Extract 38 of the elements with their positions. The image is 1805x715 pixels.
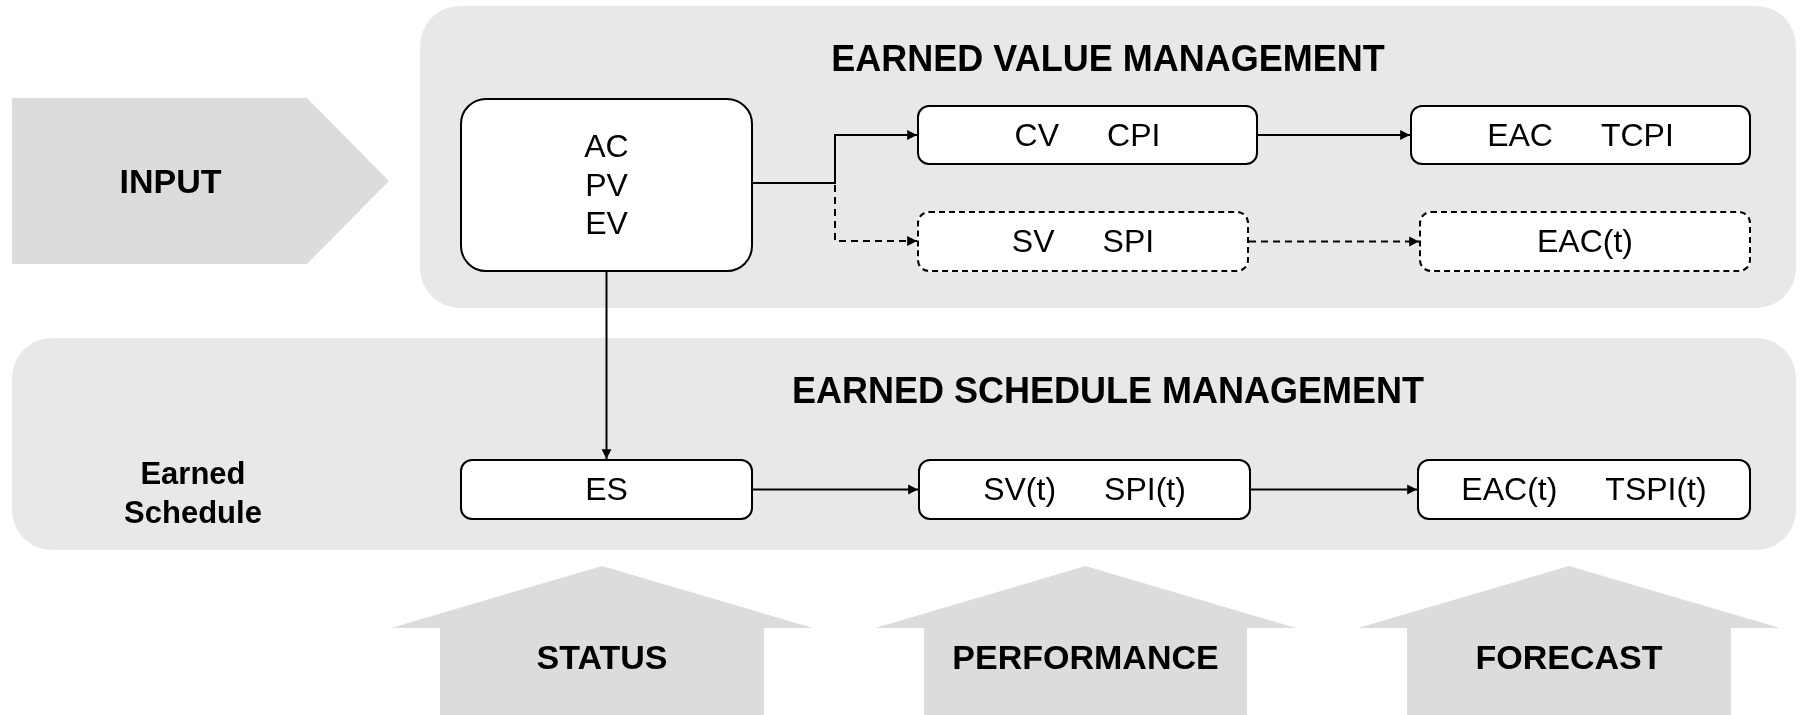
metric-label: TSPI(t)	[1605, 471, 1707, 508]
section-panel	[12, 338, 1796, 550]
metric-box	[918, 459, 1251, 520]
metric-box	[1419, 211, 1751, 272]
arrow	[1248, 236, 1420, 247]
metric-label: SPI(t)	[1104, 471, 1186, 508]
arrow	[1250, 484, 1418, 495]
section-title: EARNED SCHEDULE MANAGEMENT	[792, 370, 1424, 411]
metric-label: ES	[585, 471, 628, 508]
arrow-label: FORECAST	[1475, 638, 1663, 677]
arrow	[601, 271, 612, 460]
arrow	[752, 182, 918, 246]
metric-box	[917, 105, 1258, 165]
metric-box	[1410, 105, 1751, 165]
metric-label: SPI	[1102, 223, 1155, 260]
metric-label: CV	[1014, 116, 1060, 154]
metric-label: EAC	[1487, 116, 1553, 154]
arrow-label: PERFORMANCE	[952, 638, 1219, 677]
metric-box	[460, 98, 753, 272]
section-panel	[420, 6, 1796, 308]
metric-label: EAC(t)	[1537, 223, 1633, 260]
metric-label: SV(t)	[983, 471, 1057, 508]
section-title: EARNED VALUE MANAGEMENT	[831, 38, 1385, 79]
metric-box	[460, 459, 753, 520]
metric-label: CPI	[1107, 116, 1161, 154]
metric-label: EV	[585, 205, 628, 243]
metric-label: TCPI	[1600, 116, 1674, 154]
metric-label: SV	[1011, 223, 1055, 260]
arrow	[752, 484, 919, 495]
arrow-label: INPUT	[119, 161, 222, 201]
metric-label: PV	[585, 166, 628, 204]
arrow	[1257, 130, 1411, 140]
metric-box	[917, 211, 1249, 272]
metric-box	[1417, 459, 1751, 520]
metric-label: AC	[584, 127, 629, 165]
side-label: Earned Schedule	[123, 455, 263, 532]
arrow-label: STATUS	[536, 638, 668, 677]
metric-label: EAC(t)	[1461, 471, 1558, 508]
